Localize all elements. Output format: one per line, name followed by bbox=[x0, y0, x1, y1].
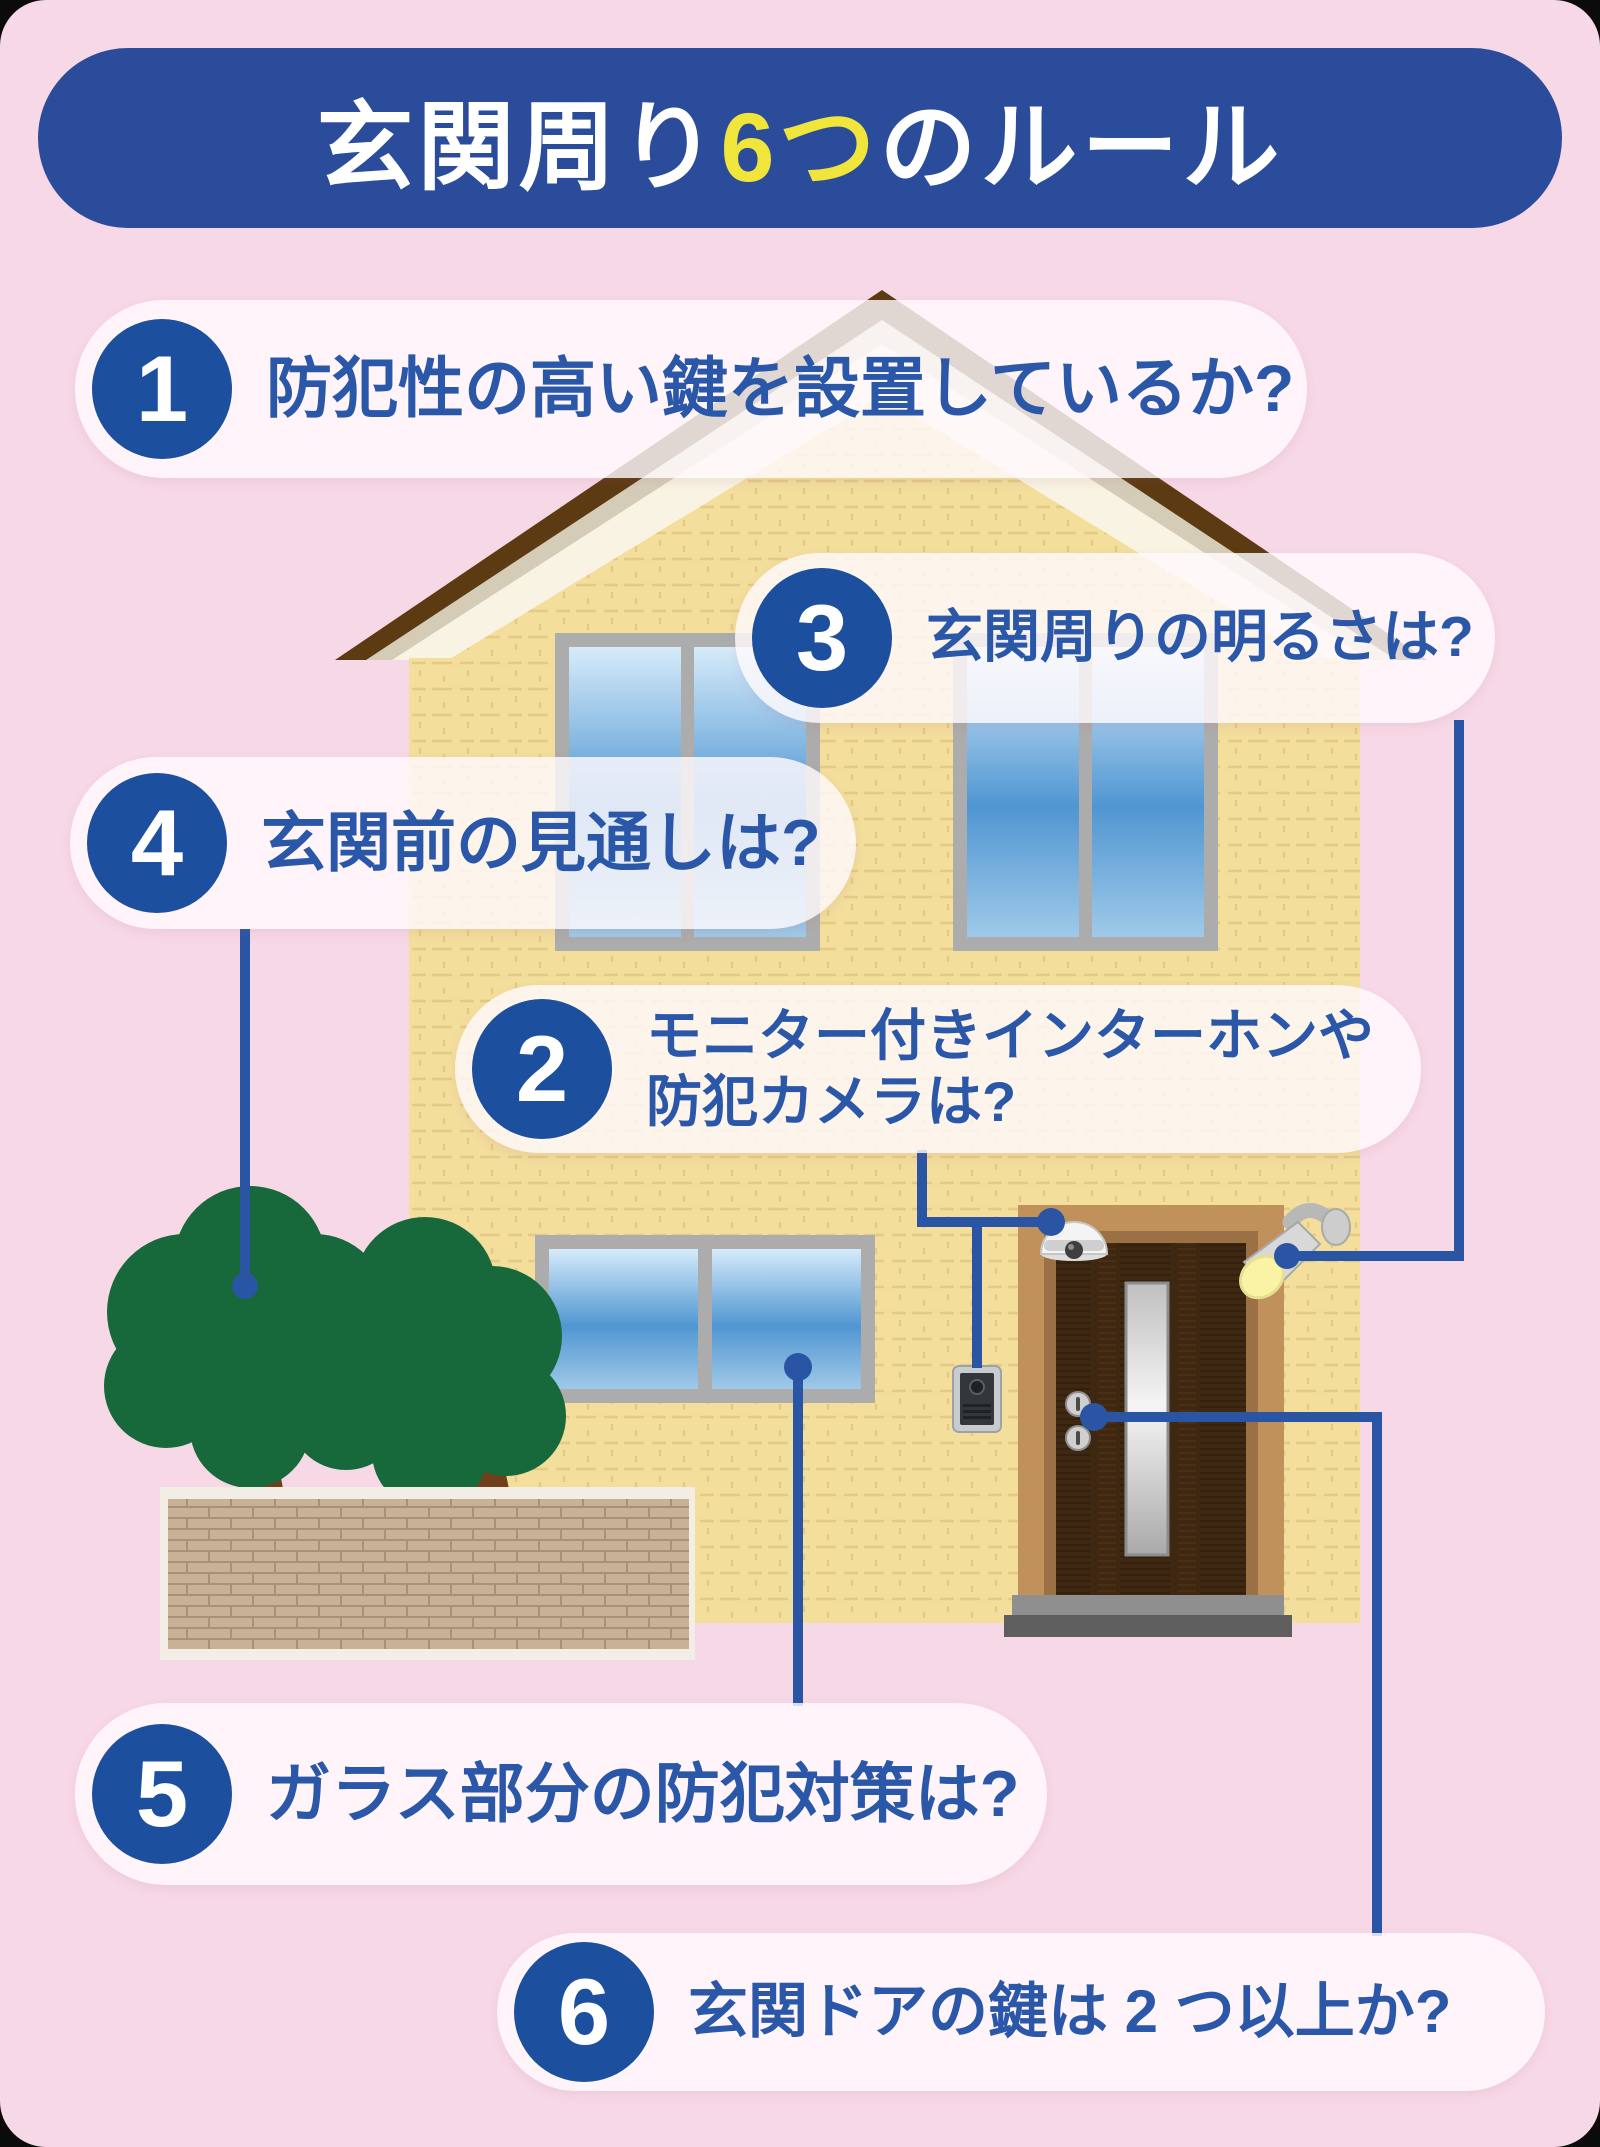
intercom-icon bbox=[952, 1365, 1002, 1433]
callout-4-label: 玄関前の見通しは? bbox=[261, 805, 821, 882]
callout-6-label: 玄関ドアの鍵は 2 つ以上か? bbox=[688, 1977, 1451, 2048]
callout-rule-4: 4 玄関前の見通しは? bbox=[70, 757, 856, 929]
window-ground-floor bbox=[535, 1235, 875, 1403]
callout-1-label: 防犯性の高い鍵を設置しているか? bbox=[266, 350, 1294, 428]
callout-2-line-1: モニター付きインターホンや bbox=[646, 1003, 1374, 1067]
callout-6-line-1: 玄関ドアの鍵は 2 つ以上か? bbox=[688, 1977, 1452, 2045]
callout-3-number: 3 bbox=[752, 568, 892, 708]
callout-4-line-1: 玄関前の見通しは? bbox=[261, 805, 821, 879]
callout-1-number: 1 bbox=[92, 319, 232, 459]
callout-2-label: モニター付きインターホンや 防犯カメラは? bbox=[646, 1003, 1374, 1135]
callout-rule-5: 5 ガラス部分の防犯対策は? bbox=[75, 1703, 1047, 1885]
callout-5-line-1: ガラス部分の防犯対策は? bbox=[266, 1756, 1020, 1830]
callout-rule-1: 1 防犯性の高い鍵を設置しているか? bbox=[75, 300, 1307, 478]
callout-rule-3: 3 玄関周りの明るさは? bbox=[735, 553, 1495, 723]
title-prefix: 玄関周り bbox=[316, 92, 721, 202]
tree-right bbox=[288, 1217, 566, 1510]
connector-line-3 bbox=[1287, 720, 1464, 1261]
callout-2-line-2: 防犯カメラは? bbox=[646, 1070, 1017, 1133]
connector-dots bbox=[232, 1208, 1300, 1431]
callout-4-number: 4 bbox=[87, 773, 227, 913]
callout-6-number: 6 bbox=[514, 1942, 654, 2082]
title-highlight: 6つ bbox=[720, 92, 880, 202]
connector-dot-lock bbox=[1080, 1403, 1108, 1431]
callout-5-label: ガラス部分の防犯対策は? bbox=[266, 1756, 1019, 1833]
callout-5-number: 5 bbox=[92, 1724, 232, 1864]
connector-lines bbox=[240, 720, 1464, 1936]
connector-dot-tree bbox=[232, 1273, 258, 1299]
callout-rule-6: 6 玄関ドアの鍵は 2 つ以上か? bbox=[497, 1933, 1545, 2091]
brick-fence bbox=[160, 1487, 695, 1660]
connector-line-6 bbox=[1094, 1412, 1382, 1936]
porch-light-icon bbox=[1239, 1203, 1351, 1300]
door-lock-lower bbox=[1065, 1425, 1091, 1451]
callout-3-line-1: 玄関周りの明るさは? bbox=[926, 605, 1474, 670]
callout-1-line-1: 防犯性の高い鍵を設置しているか? bbox=[266, 351, 1295, 426]
entrance-step bbox=[1004, 1595, 1292, 1637]
callout-2-number: 2 bbox=[472, 999, 612, 1139]
connector-dot-camera bbox=[1037, 1208, 1065, 1236]
connector-line-2 bbox=[917, 1150, 1051, 1227]
callout-rule-2: 2 モニター付きインターホンや 防犯カメラは? bbox=[455, 985, 1421, 1153]
connector-dot-light bbox=[1274, 1243, 1300, 1269]
callout-3-label: 玄関周りの明るさは? bbox=[926, 604, 1474, 671]
title-suffix: のルール bbox=[879, 92, 1284, 202]
connector-dot-window bbox=[784, 1353, 812, 1381]
